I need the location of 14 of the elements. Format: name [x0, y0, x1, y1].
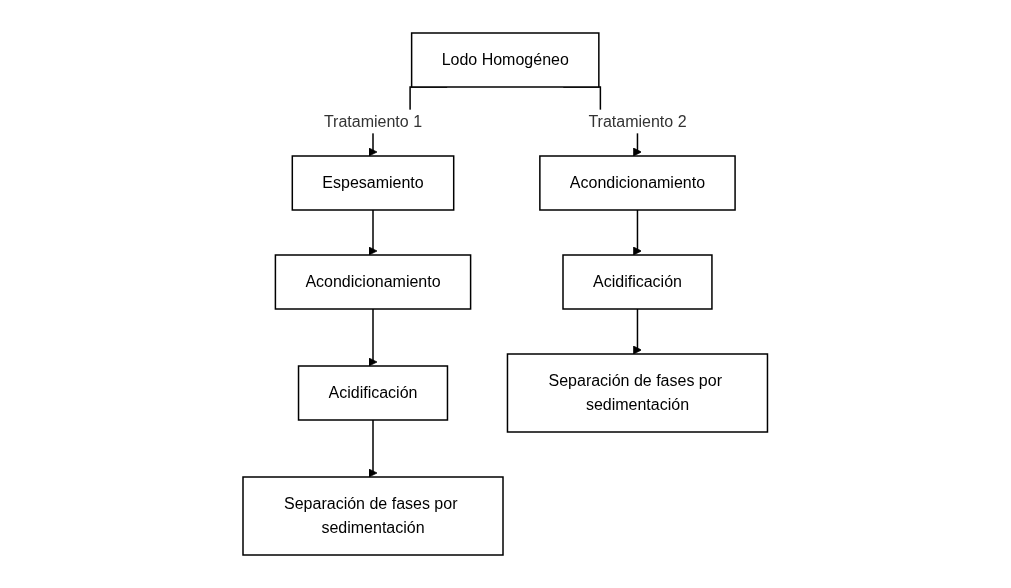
arrow — [633, 209, 643, 256]
edge-label: Tratamiento 2 — [588, 112, 687, 130]
node-box: Lodo Homogéneo — [411, 32, 600, 88]
node-box: Acondicionamiento — [539, 155, 737, 211]
arrow — [368, 209, 378, 256]
node-box: Separación de fases por sedimentación — [507, 353, 769, 433]
arrow — [368, 419, 378, 478]
node-box: Acidificación — [298, 365, 449, 421]
arrow — [368, 308, 378, 367]
node-box: Separación de fases por sedimentación — [242, 476, 504, 556]
node-box: Acidificación — [562, 254, 713, 310]
node-box: Espesamiento — [291, 155, 455, 211]
edge-label: Tratamiento 1 — [324, 112, 423, 130]
node-box: Acondicionamiento — [274, 254, 472, 310]
